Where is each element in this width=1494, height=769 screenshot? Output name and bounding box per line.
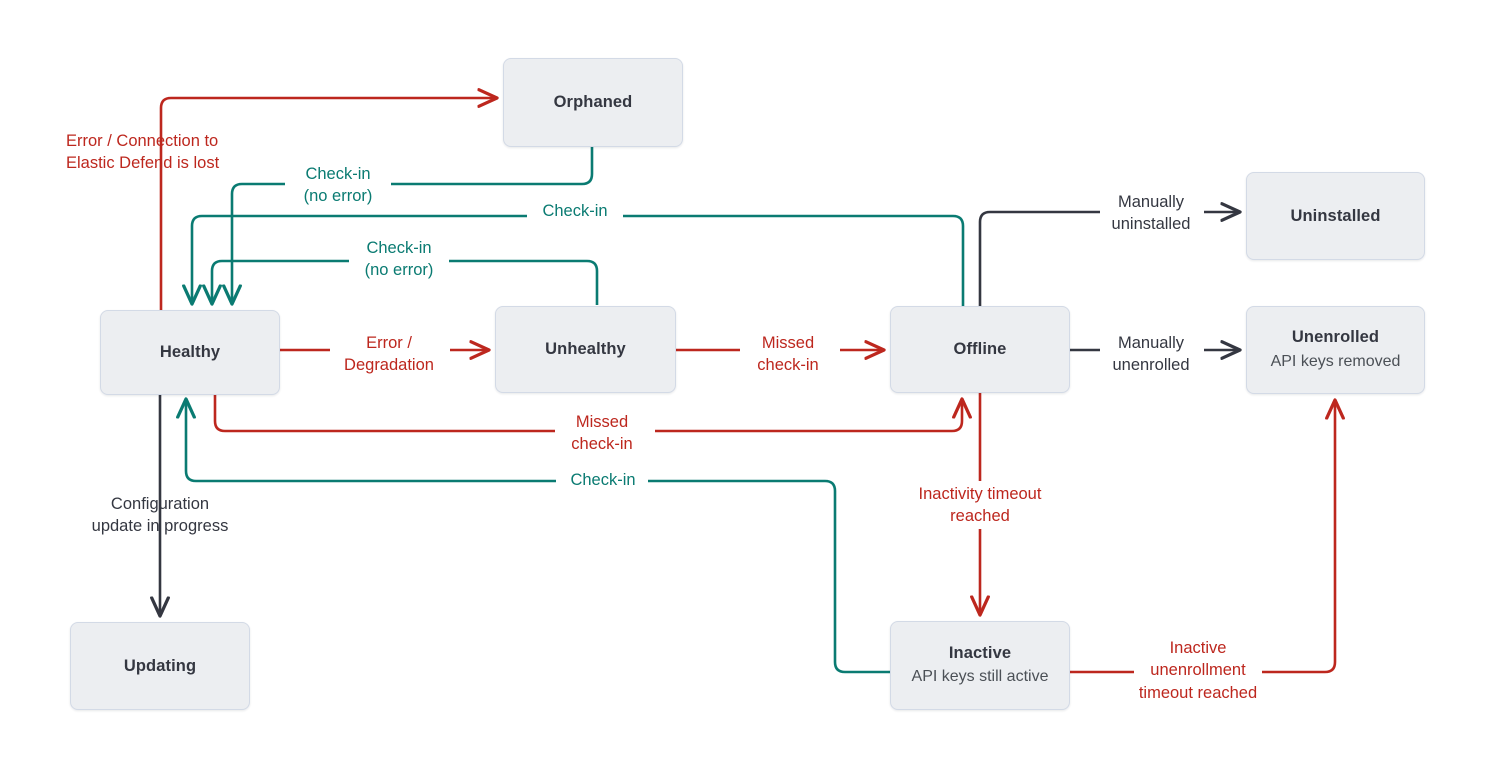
node-updating-title: Updating — [123, 656, 197, 675]
edge-label-checkin-offline: Check-in — [542, 202, 608, 220]
node-updating[interactable]: Updating — [70, 622, 250, 710]
node-orphaned[interactable]: Orphaned — [503, 58, 683, 147]
edge-label-error-connection-lost: Error / Connection to Elastic Defend is … — [66, 132, 220, 173]
edge-label-configuration-update: Configuration update in progress — [91, 495, 229, 536]
node-healthy-title: Healthy — [159, 343, 221, 362]
node-inactive[interactable]: Inactive API keys still active — [890, 621, 1070, 710]
edge-label-manually-uninstalled: Manually uninstalled — [1111, 193, 1191, 234]
node-unhealthy[interactable]: Unhealthy — [495, 306, 676, 393]
node-unenrolled-subtitle: API keys removed — [1270, 352, 1401, 370]
wire-healthy-to-orphaned — [159, 98, 496, 310]
node-unhealthy-title: Unhealthy — [545, 340, 626, 359]
edge-label-missed-checkin-unhealthy: Missed check-in — [757, 334, 819, 375]
node-orphaned-title: Orphaned — [553, 93, 633, 112]
edge-label-error-degradation: Error / Degradation — [344, 334, 434, 375]
edge-label-checkin-no-error-mid: Check-in (no error) — [364, 239, 434, 280]
label-knockouts — [285, 164, 1262, 702]
edge-label-manually-unenrolled: Manually unenrolled — [1112, 334, 1190, 375]
node-unenrolled[interactable]: Unenrolled API keys removed — [1246, 306, 1425, 394]
edge-label-checkin-inactive: Check-in — [570, 471, 636, 489]
wire-orphaned-to-healthy — [232, 147, 594, 303]
edge-label-inactive-unenrollment: Inactive unenrollment timeout reached — [1138, 639, 1258, 702]
wire-inactive-to-healthy — [186, 400, 890, 674]
wire-offline-to-uninstalled — [978, 212, 1239, 306]
edge-label-checkin-no-error-top: Check-in (no error) — [303, 165, 373, 206]
node-unenrolled-title: Unenrolled — [1291, 328, 1380, 347]
node-inactive-subtitle: API keys still active — [911, 668, 1049, 686]
node-uninstalled-title: Uninstalled — [1290, 206, 1381, 225]
node-offline-title: Offline — [953, 340, 1007, 359]
edge-label-missed-checkin-healthy: Missed check-in — [571, 413, 633, 454]
node-inactive-title: Inactive — [948, 643, 1012, 662]
node-offline[interactable]: Offline — [890, 306, 1070, 393]
wire-inactive-to-unenrolled — [1070, 401, 1335, 674]
node-uninstalled[interactable]: Uninstalled — [1246, 172, 1425, 260]
edge-label-inactivity-timeout: Inactivity timeout reached — [918, 485, 1042, 526]
node-healthy[interactable]: Healthy — [100, 310, 280, 395]
